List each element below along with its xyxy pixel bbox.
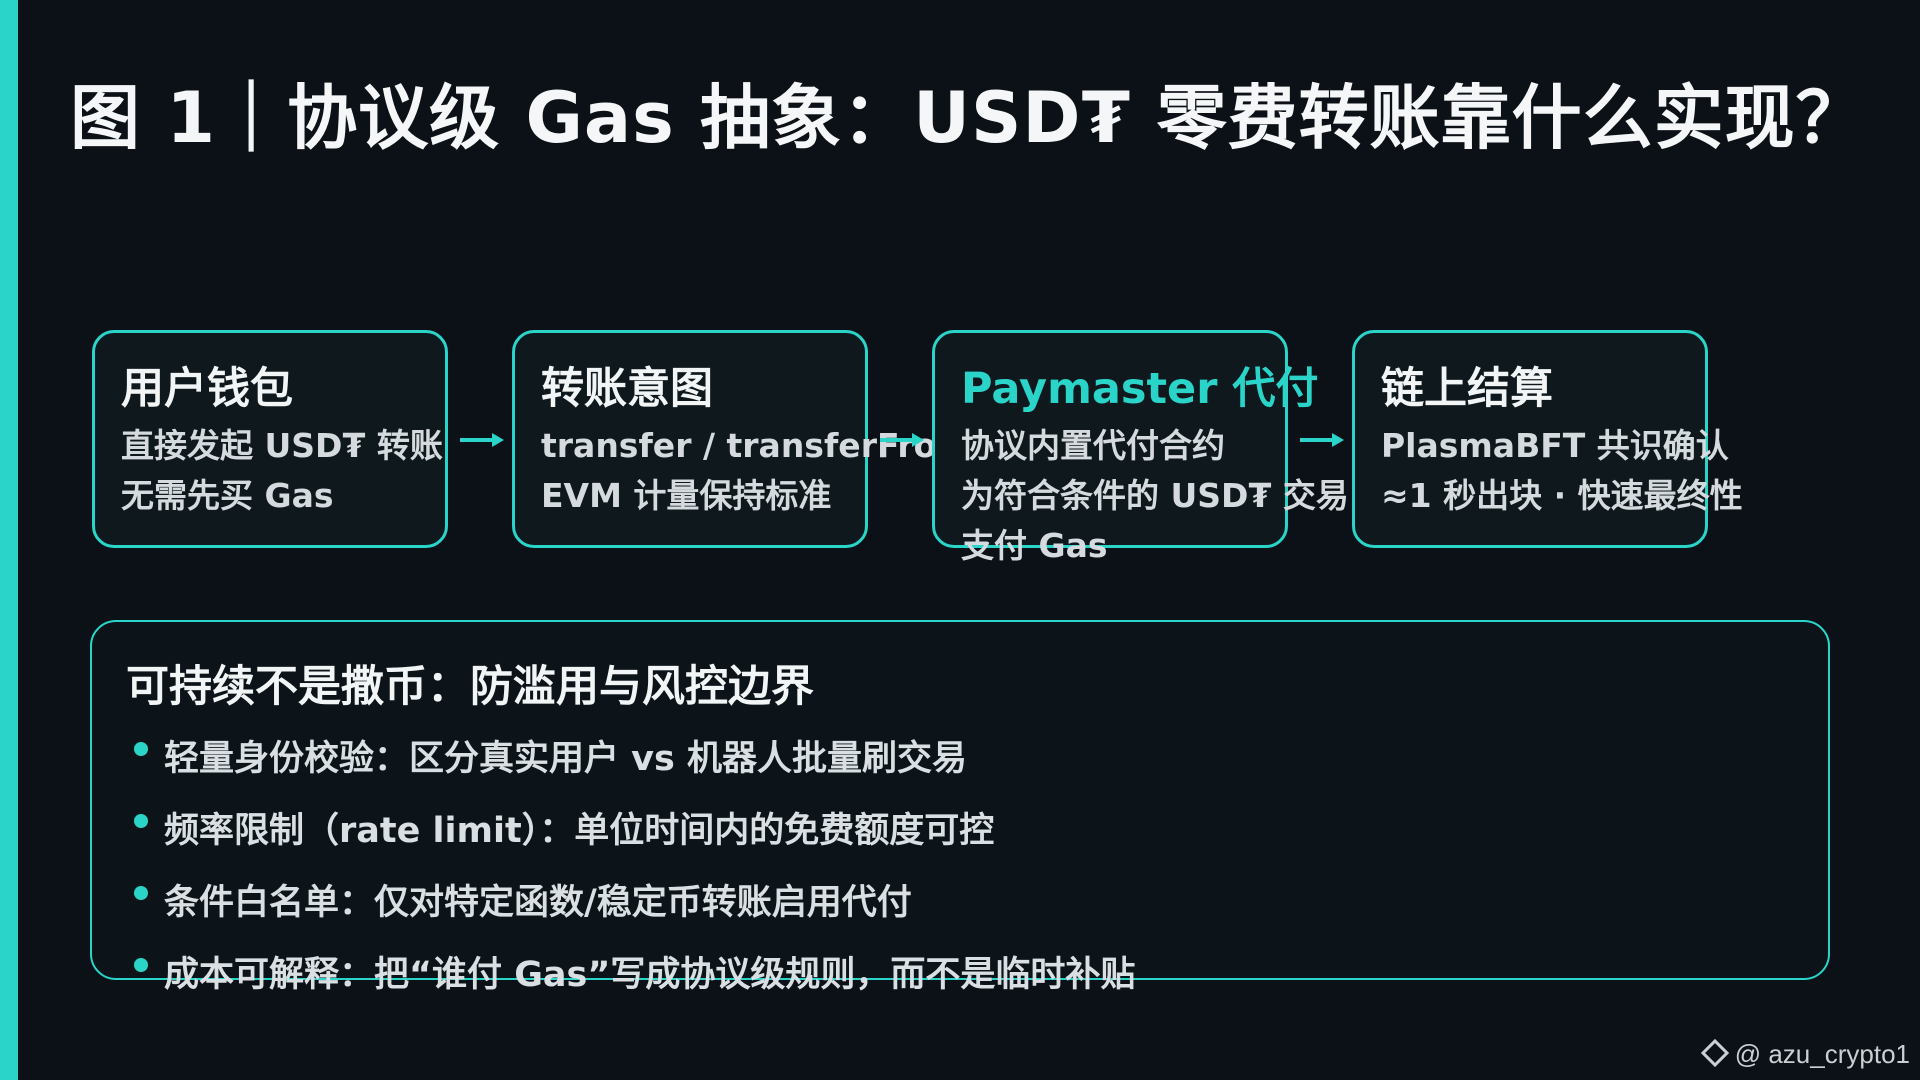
flow-step-transfer-intent: 转账意图 transfer / transferFrom EVM 计量保持标准: [512, 330, 971, 548]
flow-step-line: 直接发起 USD₮ 转账: [121, 425, 443, 465]
bullet-dot-icon: [134, 814, 148, 828]
flow-step-line: ≈1 秒出块 · 快速最终性: [1381, 475, 1743, 515]
bullet-text: 轻量身份校验：区分真实用户 vs 机器人批量刷交易: [164, 739, 968, 779]
flow-step-line: 协议内置代付合约: [961, 425, 1225, 465]
panel-title: 可持续不是撒币：防滥用与风控边界: [126, 662, 814, 712]
flow-step-title: 转账意图: [541, 364, 713, 414]
flow-step-onchain-settlement: 链上结算 PlasmaBFT 共识确认 ≈1 秒出块 · 快速最终性: [1352, 330, 1743, 548]
flow-step-title: Paymaster 代付: [961, 364, 1319, 414]
flow-step-title: 用户钱包: [121, 364, 293, 414]
flow-step-line: 为符合条件的 USD₮ 交易: [961, 475, 1349, 515]
watermark: @ azu_crypto1: [1700, 1038, 1910, 1070]
flow-step-line: transfer / transferFrom: [541, 425, 971, 465]
arrow-right-icon: [1300, 433, 1344, 447]
bullet-dot-icon: [134, 958, 148, 972]
bullet-text: 条件白名单：仅对特定函数/稳定币转账启用代付: [164, 883, 912, 923]
bullet-text: 频率限制（rate limit）：单位时间内的免费额度可控: [164, 811, 995, 851]
flow-step-line: PlasmaBFT 共识确认: [1381, 425, 1729, 465]
arrow-right-icon: [880, 433, 924, 447]
risk-control-panel: [90, 620, 1830, 980]
flow-step-user-wallet: 用户钱包 直接发起 USD₮ 转账 无需先买 Gas: [92, 330, 448, 548]
accent-bar: [0, 0, 18, 1080]
page-title: 图 1｜协议级 Gas 抽象：USD₮ 零费转账靠什么实现？: [70, 77, 1867, 159]
bullet-dot-icon: [134, 742, 148, 756]
flow-step-paymaster: Paymaster 代付 协议内置代付合约 为符合条件的 USD₮ 交易 支付 …: [932, 330, 1349, 565]
watermark-text: @ azu_crypto1: [1734, 1039, 1910, 1069]
flow-step-line: EVM 计量保持标准: [541, 475, 832, 515]
bullet-text: 成本可解释：把“谁付 Gas”写成协议级规则，而不是临时补贴: [164, 955, 1136, 995]
arrow-right-icon: [460, 433, 504, 447]
flow-step-line: 支付 Gas: [961, 525, 1108, 565]
binance-icon: [1700, 1038, 1729, 1068]
flow-step-title: 链上结算: [1381, 364, 1553, 414]
bullet-dot-icon: [134, 886, 148, 900]
flow-step-line: 无需先买 Gas: [121, 475, 334, 515]
